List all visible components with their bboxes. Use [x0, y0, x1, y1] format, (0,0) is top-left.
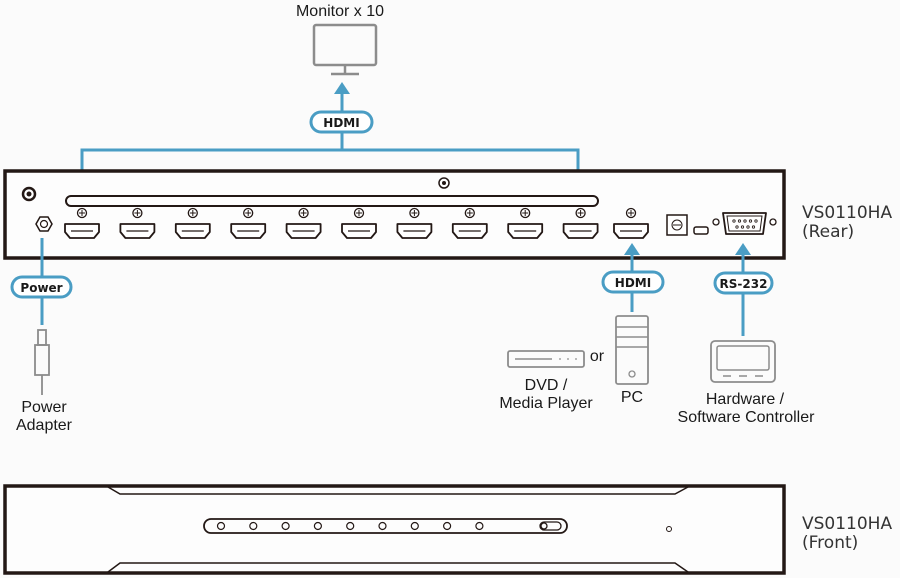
- rear-panel: [3, 169, 786, 260]
- pc-tower-icon: [615, 315, 649, 385]
- power-adapter-label-1: Power: [21, 399, 67, 416]
- controller-label-1: Hardware /: [706, 391, 785, 408]
- hdmi-output-cable: HDMI: [80, 82, 580, 188]
- power-cable: Power Power Adapter: [10, 238, 73, 434]
- pc-label: PC: [621, 389, 643, 406]
- hdmi-input-label: HDMI: [615, 276, 651, 290]
- hdmi-output-port-icon: [64, 207, 100, 239]
- hdmi-output-port-icon: [119, 207, 156, 239]
- port-led-icon: [410, 521, 419, 531]
- power-adapter-icon: [37, 329, 47, 346]
- front-view-label: (Front): [802, 533, 858, 553]
- hdmi-input-cable: HDMI: [601, 243, 665, 312]
- pc: PC: [615, 315, 649, 406]
- rs232-cable: RS-232: [713, 243, 774, 336]
- arrow-up-icon: [624, 243, 640, 255]
- port-led-icon: [249, 521, 258, 531]
- monitor-icon: [312, 23, 378, 67]
- port-led-icon: [346, 521, 355, 531]
- arrow-up-icon: [735, 243, 751, 255]
- hdmi-input-port-icon: [613, 207, 649, 239]
- port-led-icon: [216, 521, 226, 531]
- hdmi-output-port-icon: [174, 207, 211, 239]
- controller: Hardware / Software Controller: [678, 340, 816, 426]
- front-panel: [3, 484, 786, 575]
- port-led-icon: [475, 521, 484, 531]
- hdmi-output-label: HDMI: [323, 116, 359, 130]
- hdmi-output-port-icon: [396, 207, 433, 239]
- power-jack-icon: [35, 216, 53, 232]
- port-led-icon: [313, 521, 322, 531]
- rear-model-label: VS0110HA: [802, 203, 892, 223]
- arrow-up-icon: [334, 82, 350, 94]
- hdmi-output-port-icon: [562, 207, 599, 239]
- front-button-icon[interactable]: [539, 521, 562, 531]
- monitor: Monitor x 10: [296, 3, 384, 76]
- hdmi-input-pill: [601, 270, 665, 294]
- rear-view-label: (Rear): [802, 222, 854, 242]
- rs232-pill: [713, 271, 774, 295]
- port-led-icon: [443, 521, 452, 531]
- power-adapter-label-2: Adapter: [16, 417, 73, 434]
- port-led-icon: [281, 521, 290, 531]
- rs232-label: RS-232: [720, 277, 768, 291]
- dvd-label-2: Media Player: [499, 395, 593, 412]
- port-led-icon: [378, 521, 387, 531]
- dvd-label-1: DVD /: [525, 377, 568, 394]
- hdmi-pill: [309, 110, 374, 134]
- power-cable-label: Power: [20, 281, 62, 295]
- controller-label-2: Software Controller: [678, 409, 816, 426]
- front-model-label: VS0110HA: [802, 514, 892, 534]
- hdmi-output-port-icon: [507, 207, 544, 239]
- rs232-port-icon: [712, 212, 777, 235]
- hdmi-output-port-icon: [285, 207, 322, 239]
- controller-icon: [710, 340, 776, 383]
- or-label: or: [590, 348, 605, 365]
- hdmi-output-port-icon: [451, 207, 488, 239]
- micro-usb-icon: [693, 226, 709, 235]
- power-led-icon: [666, 526, 672, 532]
- hdmi-output-port-icon: [230, 207, 267, 239]
- monitor-label: Monitor x 10: [296, 3, 384, 20]
- power-pill: [10, 275, 73, 299]
- hdmi-output-port-icon: [341, 207, 377, 239]
- dvd-player: or DVD / Media Player: [499, 348, 604, 412]
- dvd-player-icon: [507, 350, 585, 368]
